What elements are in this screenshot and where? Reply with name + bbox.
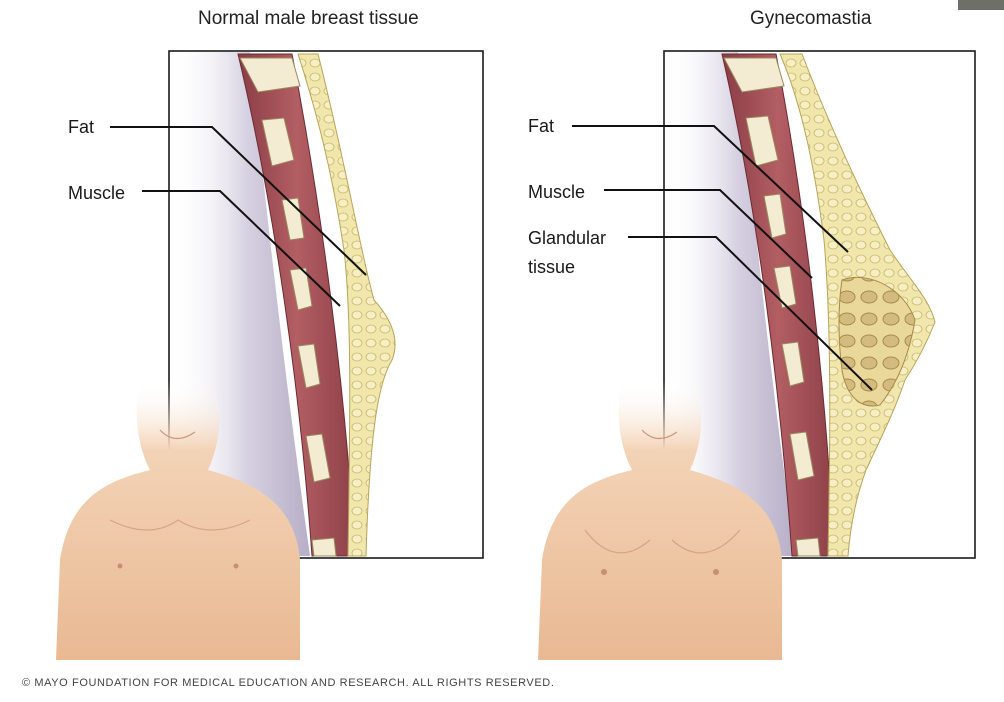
right-torso — [538, 380, 782, 660]
right-panel-title: Gynecomastia — [750, 8, 872, 29]
right-label-tissue: tissue — [528, 257, 576, 277]
right-label-glandular: Glandular — [528, 228, 607, 248]
right-label-muscle: Muscle — [528, 182, 586, 202]
left-label-muscle: Muscle — [68, 183, 126, 203]
left-panel-title: Normal male breast tissue — [198, 8, 419, 29]
corner-thumbnail — [958, 0, 1004, 10]
left-ribs — [239, 57, 337, 557]
left-leader-lines — [110, 126, 367, 307]
left-label-fat: Fat — [68, 117, 95, 137]
right-leader-lines — [572, 125, 873, 391]
right-label-fat: Fat — [528, 116, 555, 136]
left-panel — [56, 50, 484, 660]
copyright-notice: © MAYO FOUNDATION FOR MEDICAL EDUCATION … — [22, 677, 555, 689]
right-panel — [538, 50, 976, 660]
right-glandular-tissue — [838, 276, 916, 407]
left-fat-layer — [297, 53, 396, 557]
right-ribs — [723, 57, 821, 557]
